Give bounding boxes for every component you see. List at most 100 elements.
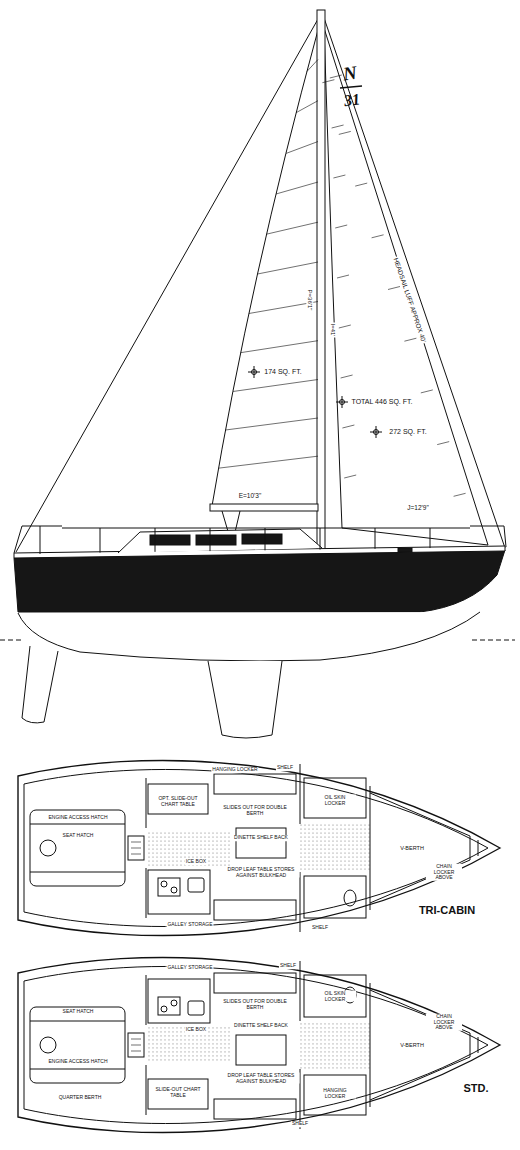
- sail-seam: [233, 380, 318, 392]
- sail-area: TOTAL 446 SQ. FT.: [351, 398, 414, 406]
- sail-seam: [333, 175, 345, 178]
- drawing-stroke: [196, 535, 236, 545]
- drawing-stroke: [131, 1039, 141, 1051]
- drawing-stroke: [300, 824, 370, 872]
- drawing-stroke: [248, 366, 260, 378]
- plan-views: [18, 760, 500, 1132]
- stanchion: [375, 528, 376, 549]
- topsides: [14, 550, 505, 612]
- drawing-stroke: [344, 890, 356, 906]
- sail-seam: [330, 75, 342, 78]
- compartment-label: ICE BOX: [185, 859, 207, 865]
- drawing-stroke: [188, 1001, 204, 1015]
- coachroof: [118, 529, 322, 553]
- mast: [317, 10, 325, 550]
- sail-seam: [219, 456, 318, 468]
- drawing-stroke: [214, 1099, 296, 1119]
- drawing-stroke: [236, 1035, 286, 1065]
- sail-seam: [404, 338, 416, 341]
- drawing-stroke: [146, 1027, 230, 1063]
- drawing-stroke: [370, 990, 470, 1100]
- drawing-stroke: [148, 870, 210, 914]
- rudder: [22, 646, 58, 723]
- sail-seam: [437, 442, 449, 445]
- sail-seam: [339, 131, 351, 134]
- compartment-label: V-BERTH: [399, 845, 425, 851]
- plan-title: TRI-CABIN: [418, 904, 476, 916]
- compartment-label: SEAT HATCH: [62, 833, 95, 839]
- compartment-label: SEAT HATCH: [62, 1009, 95, 1015]
- sail-seam: [344, 475, 356, 478]
- logo-text: N: [341, 63, 359, 86]
- drawing-stroke: [236, 828, 286, 858]
- stanchion: [430, 528, 431, 548]
- sail-seam: [322, 80, 334, 83]
- drawing-stroke: [214, 973, 296, 993]
- forestay: [322, 12, 505, 548]
- compartment-label: ENGINE ACCESS HATCH: [47, 815, 108, 821]
- drawing-stroke: [0, 10, 515, 738]
- compartment-label: GALLEY STORAGE: [166, 965, 213, 971]
- sail-seam: [258, 262, 319, 274]
- sail-seam: [337, 275, 349, 278]
- sail-seam: [332, 125, 344, 128]
- stanchion: [155, 528, 156, 552]
- luff-note: HEADSAIL LUFF APPROX 40': [392, 256, 428, 344]
- stanchions: [100, 528, 430, 553]
- compartment-label: DINETTE SHELF BACK: [233, 835, 289, 841]
- compartment-label: HANGING LOCKER: [314, 1088, 356, 1099]
- sail-seam: [355, 183, 367, 186]
- sail-seam: [339, 325, 351, 328]
- compartment-label: DROP LEAF TABLE STORES AGAINST BULKHEAD: [223, 1073, 300, 1084]
- drawing-stroke: [171, 1000, 177, 1006]
- drawing-stroke: [188, 878, 204, 892]
- drawing-stroke: [158, 878, 180, 896]
- compartment-label: SLIDE-OUT CHART TABLE: [150, 1087, 207, 1098]
- drawing-stroke: [40, 840, 56, 856]
- deck-edge: [24, 769, 488, 926]
- compartment-label: OIL SKIN LOCKER: [314, 795, 356, 806]
- hull-outline: [18, 957, 500, 1132]
- drawing-stroke: [214, 774, 296, 794]
- dimension: E=10'3": [238, 492, 263, 499]
- sail-seam: [421, 390, 433, 393]
- drawing-stroke: [214, 900, 296, 920]
- drawing-stroke: [30, 810, 125, 886]
- sail-seam: [342, 425, 354, 428]
- compartment-label: ICE BOX: [185, 1027, 207, 1033]
- accommodation-plan: [18, 760, 500, 935]
- sail-area: 272 SQ. FT.: [388, 428, 427, 436]
- stanchion: [265, 528, 266, 550]
- interior: [30, 961, 478, 1129]
- sail-seam: [372, 235, 384, 238]
- sail-seam: [296, 101, 318, 113]
- logo-bar: [340, 86, 362, 88]
- interior: [30, 764, 478, 932]
- sail-seam: [307, 60, 318, 72]
- sail-seams: [219, 60, 466, 497]
- compartment-label: SHELF: [279, 963, 297, 969]
- drawing-stroke: [40, 1037, 56, 1053]
- lifelines: [14, 526, 506, 554]
- stanchion: [210, 528, 211, 551]
- drawing-stroke: [146, 961, 370, 1129]
- sail-seam: [454, 493, 466, 496]
- compartment-label: GALLEY STORAGE: [166, 922, 213, 928]
- sail-seam: [226, 418, 319, 430]
- drawing-stroke: [304, 778, 366, 818]
- sail-seam: [335, 225, 347, 228]
- compartment-label: V-BERTH: [399, 1042, 425, 1048]
- drawing-stroke: [171, 887, 177, 893]
- compartment-label: SLIDES OUT FOR DOUBLE BERTH: [214, 999, 296, 1010]
- stanchion: [100, 528, 101, 553]
- underbody: [18, 612, 480, 661]
- compartment-label: ENGINE ACCESS HATCH: [47, 1059, 108, 1065]
- sail-seam: [341, 375, 353, 378]
- drawing-stroke: [131, 842, 141, 854]
- compartment-label: CHAIN LOCKER ABOVE: [426, 864, 462, 881]
- sail-seam: [241, 341, 318, 353]
- jib: [324, 28, 488, 545]
- drawing-stroke: [304, 975, 366, 1017]
- drawing-stroke: [146, 830, 230, 866]
- drawing-stroke: [146, 764, 370, 932]
